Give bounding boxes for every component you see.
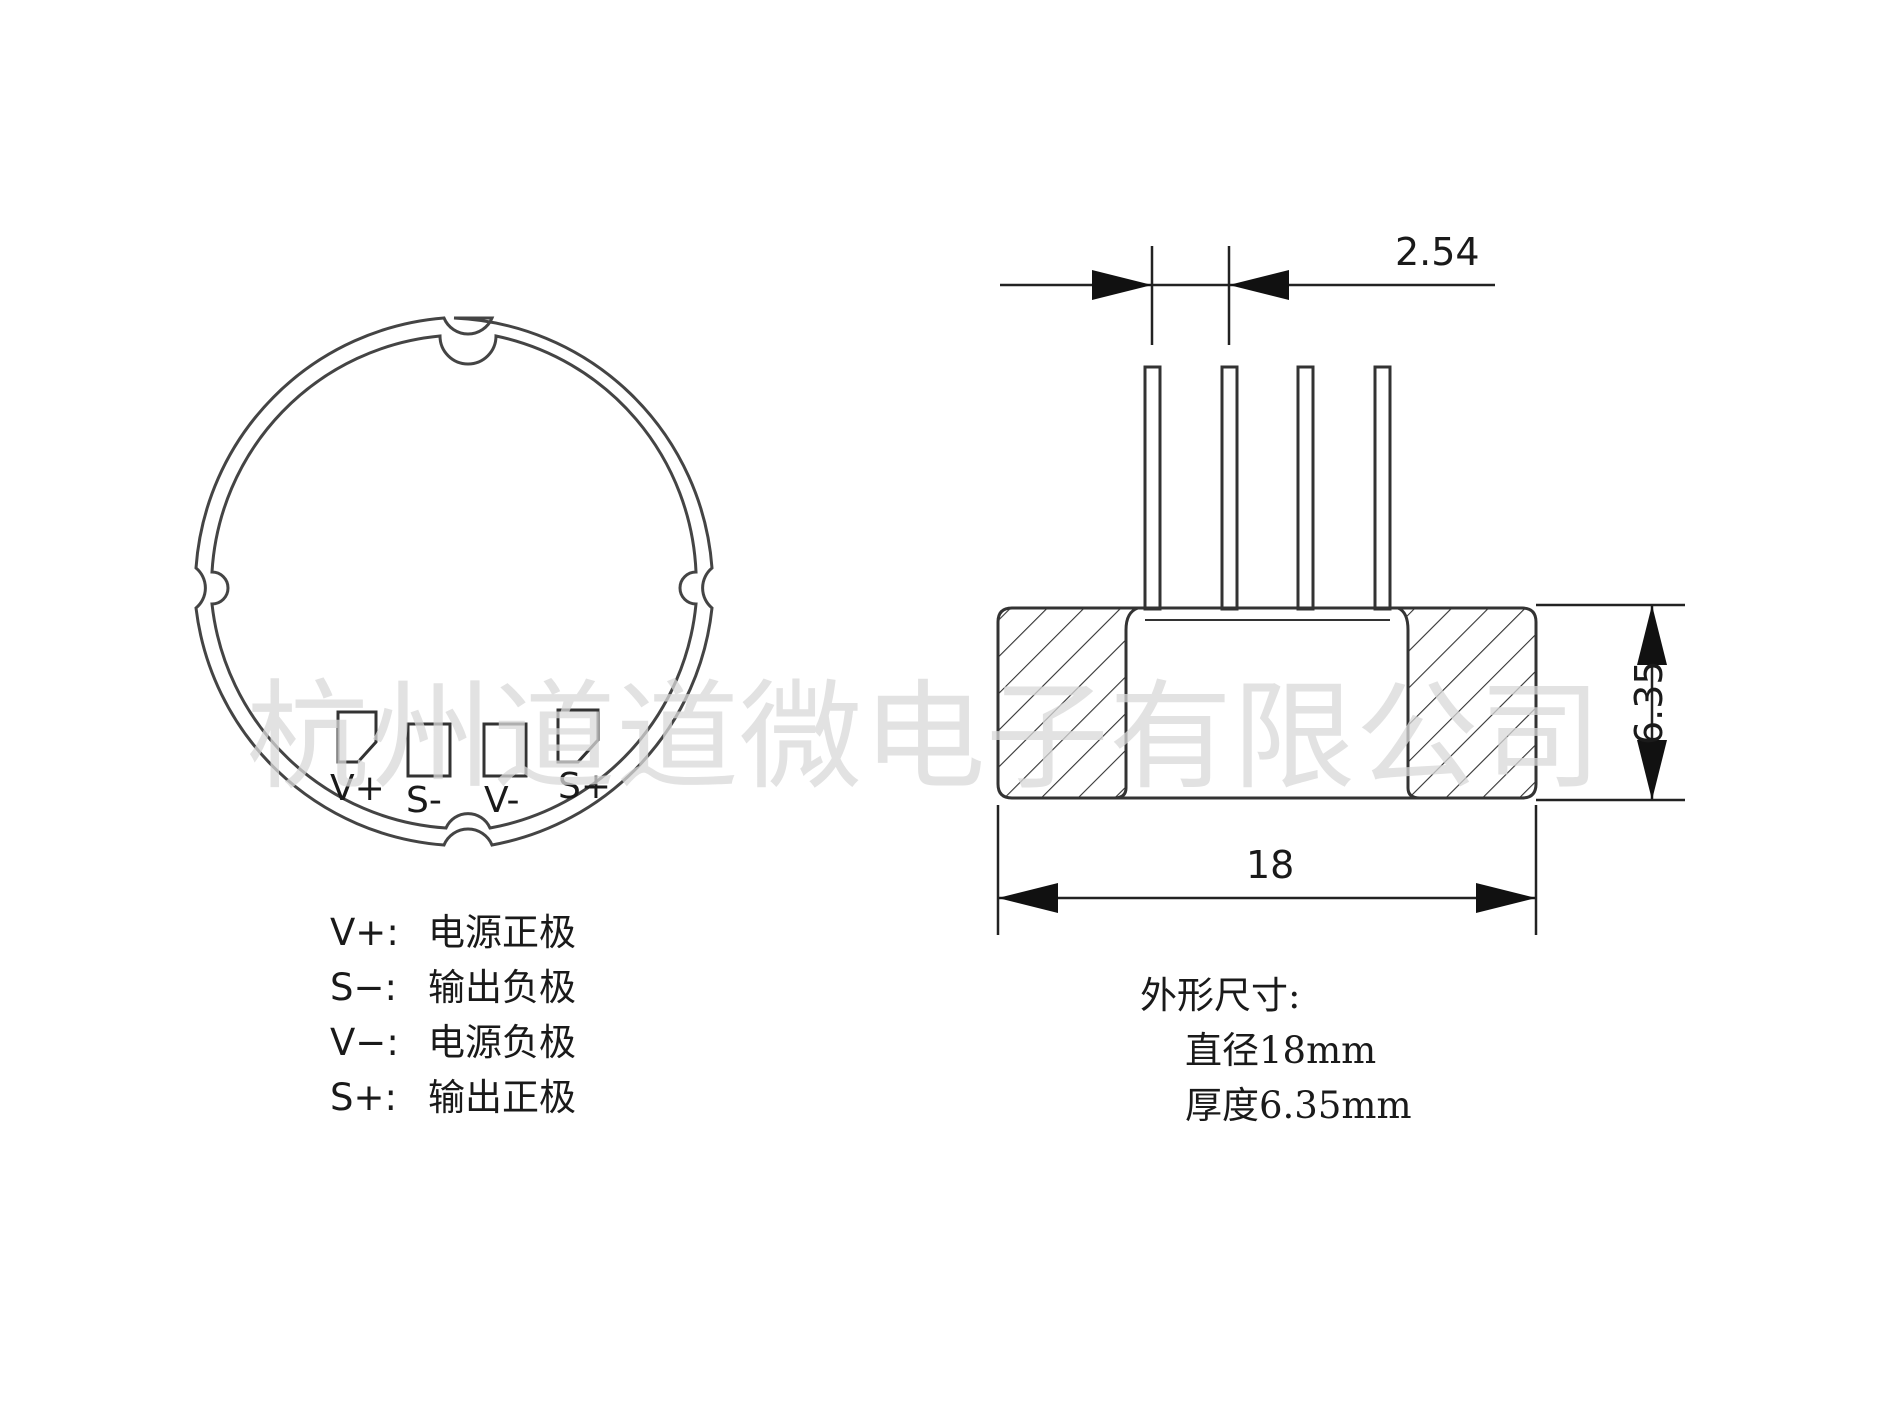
pin-2 xyxy=(1220,365,1239,611)
pin-legend: V+: 电源正极 S−: 输出负极 V−: 电源负极 S+: 输出正极 xyxy=(330,911,576,1119)
spec-block: 外形尺寸: 直径18mm 厚度6.35mm xyxy=(1140,974,1412,1127)
legend-pin-3: V−: xyxy=(330,1021,399,1064)
pad-s-minus xyxy=(406,722,452,778)
side-view: 2.54 6.35 18 xyxy=(996,230,1685,935)
legend-pin-4: S+: xyxy=(330,1076,397,1119)
company-watermark: 杭州道道微电子有限公司 xyxy=(246,668,1602,806)
pad-label-v-plus: V+ xyxy=(330,768,385,809)
pad-label-s-minus: S- xyxy=(406,780,442,821)
spec-title: 外形尺寸: xyxy=(1140,974,1300,1017)
pin-1 xyxy=(1143,365,1162,611)
pitch-dim-label: 2.54 xyxy=(1395,230,1480,274)
legend-desc-4: 输出正极 xyxy=(428,1076,576,1119)
legend-pin-1: V+: xyxy=(330,911,399,954)
legend-desc-3: 电源负极 xyxy=(428,1021,576,1064)
pin-3 xyxy=(1296,365,1315,611)
spec-diameter: 直径18mm xyxy=(1185,1029,1376,1072)
body-right-wall xyxy=(1397,606,1538,800)
spec-thickness: 厚度6.35mm xyxy=(1185,1084,1412,1127)
legend-pin-2: S−: xyxy=(330,966,397,1009)
legend-desc-1: 电源正极 xyxy=(428,911,576,954)
pad-v-minus xyxy=(482,722,528,778)
diameter-dim-label: 18 xyxy=(1246,843,1294,887)
pad-s-plus xyxy=(556,708,600,764)
pin-4 xyxy=(1373,365,1392,611)
pad-label-s-plus: S+ xyxy=(558,766,611,807)
outer-ring xyxy=(194,316,714,847)
pad-label-v-minus: V- xyxy=(484,780,520,821)
top-view: V+ S- V- S+ xyxy=(194,316,714,847)
pad-v-plus xyxy=(336,710,378,764)
legend-desc-2: 输出负极 xyxy=(428,966,576,1009)
inner-ring xyxy=(210,334,698,830)
thickness-dim-label: 6.35 xyxy=(1627,660,1671,745)
